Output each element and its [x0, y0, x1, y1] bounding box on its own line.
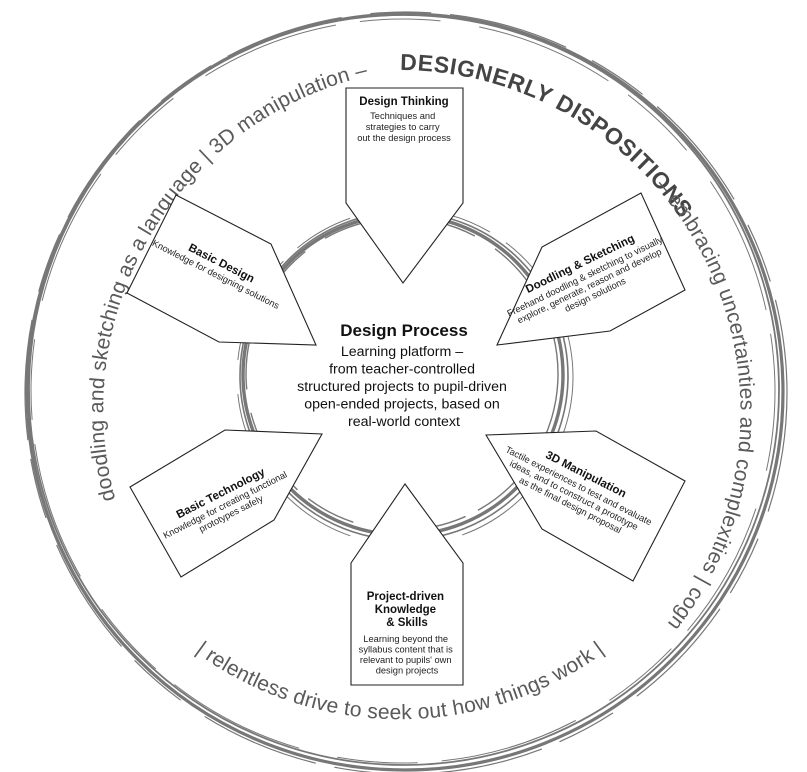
center-title: Design Process [340, 321, 468, 340]
panel-3d-manipulation: 3D Manipulation Tactile experiences to t… [485, 430, 686, 582]
panel-project-driven: Project-driven Knowledge & Skills Learni… [350, 483, 464, 686]
panel-body: Techniques and strategies to carry out t… [357, 111, 451, 143]
panel-basic-design: Basic Design Knowledge for designing sol… [126, 194, 317, 346]
panel-basic-technology: Basic Technology Knowledge for creating … [129, 429, 323, 578]
panel-doodling-sketching: Doodling & Sketching Freehand doodling &… [496, 192, 686, 346]
panel-design-thinking: Design Thinking Techniques and strategie… [345, 87, 464, 284]
panel-title: Design Thinking [359, 96, 448, 108]
panel-title: Project-driven Knowledge & Skills [367, 591, 448, 629]
outer-brush-ring [24, 11, 788, 772]
center-design-process: Design Process Learning platform – from … [297, 321, 511, 430]
panel-body: Learning beyond the syllabus content tha… [359, 634, 456, 676]
center-description: Learning platform – from teacher-control… [297, 344, 511, 430]
